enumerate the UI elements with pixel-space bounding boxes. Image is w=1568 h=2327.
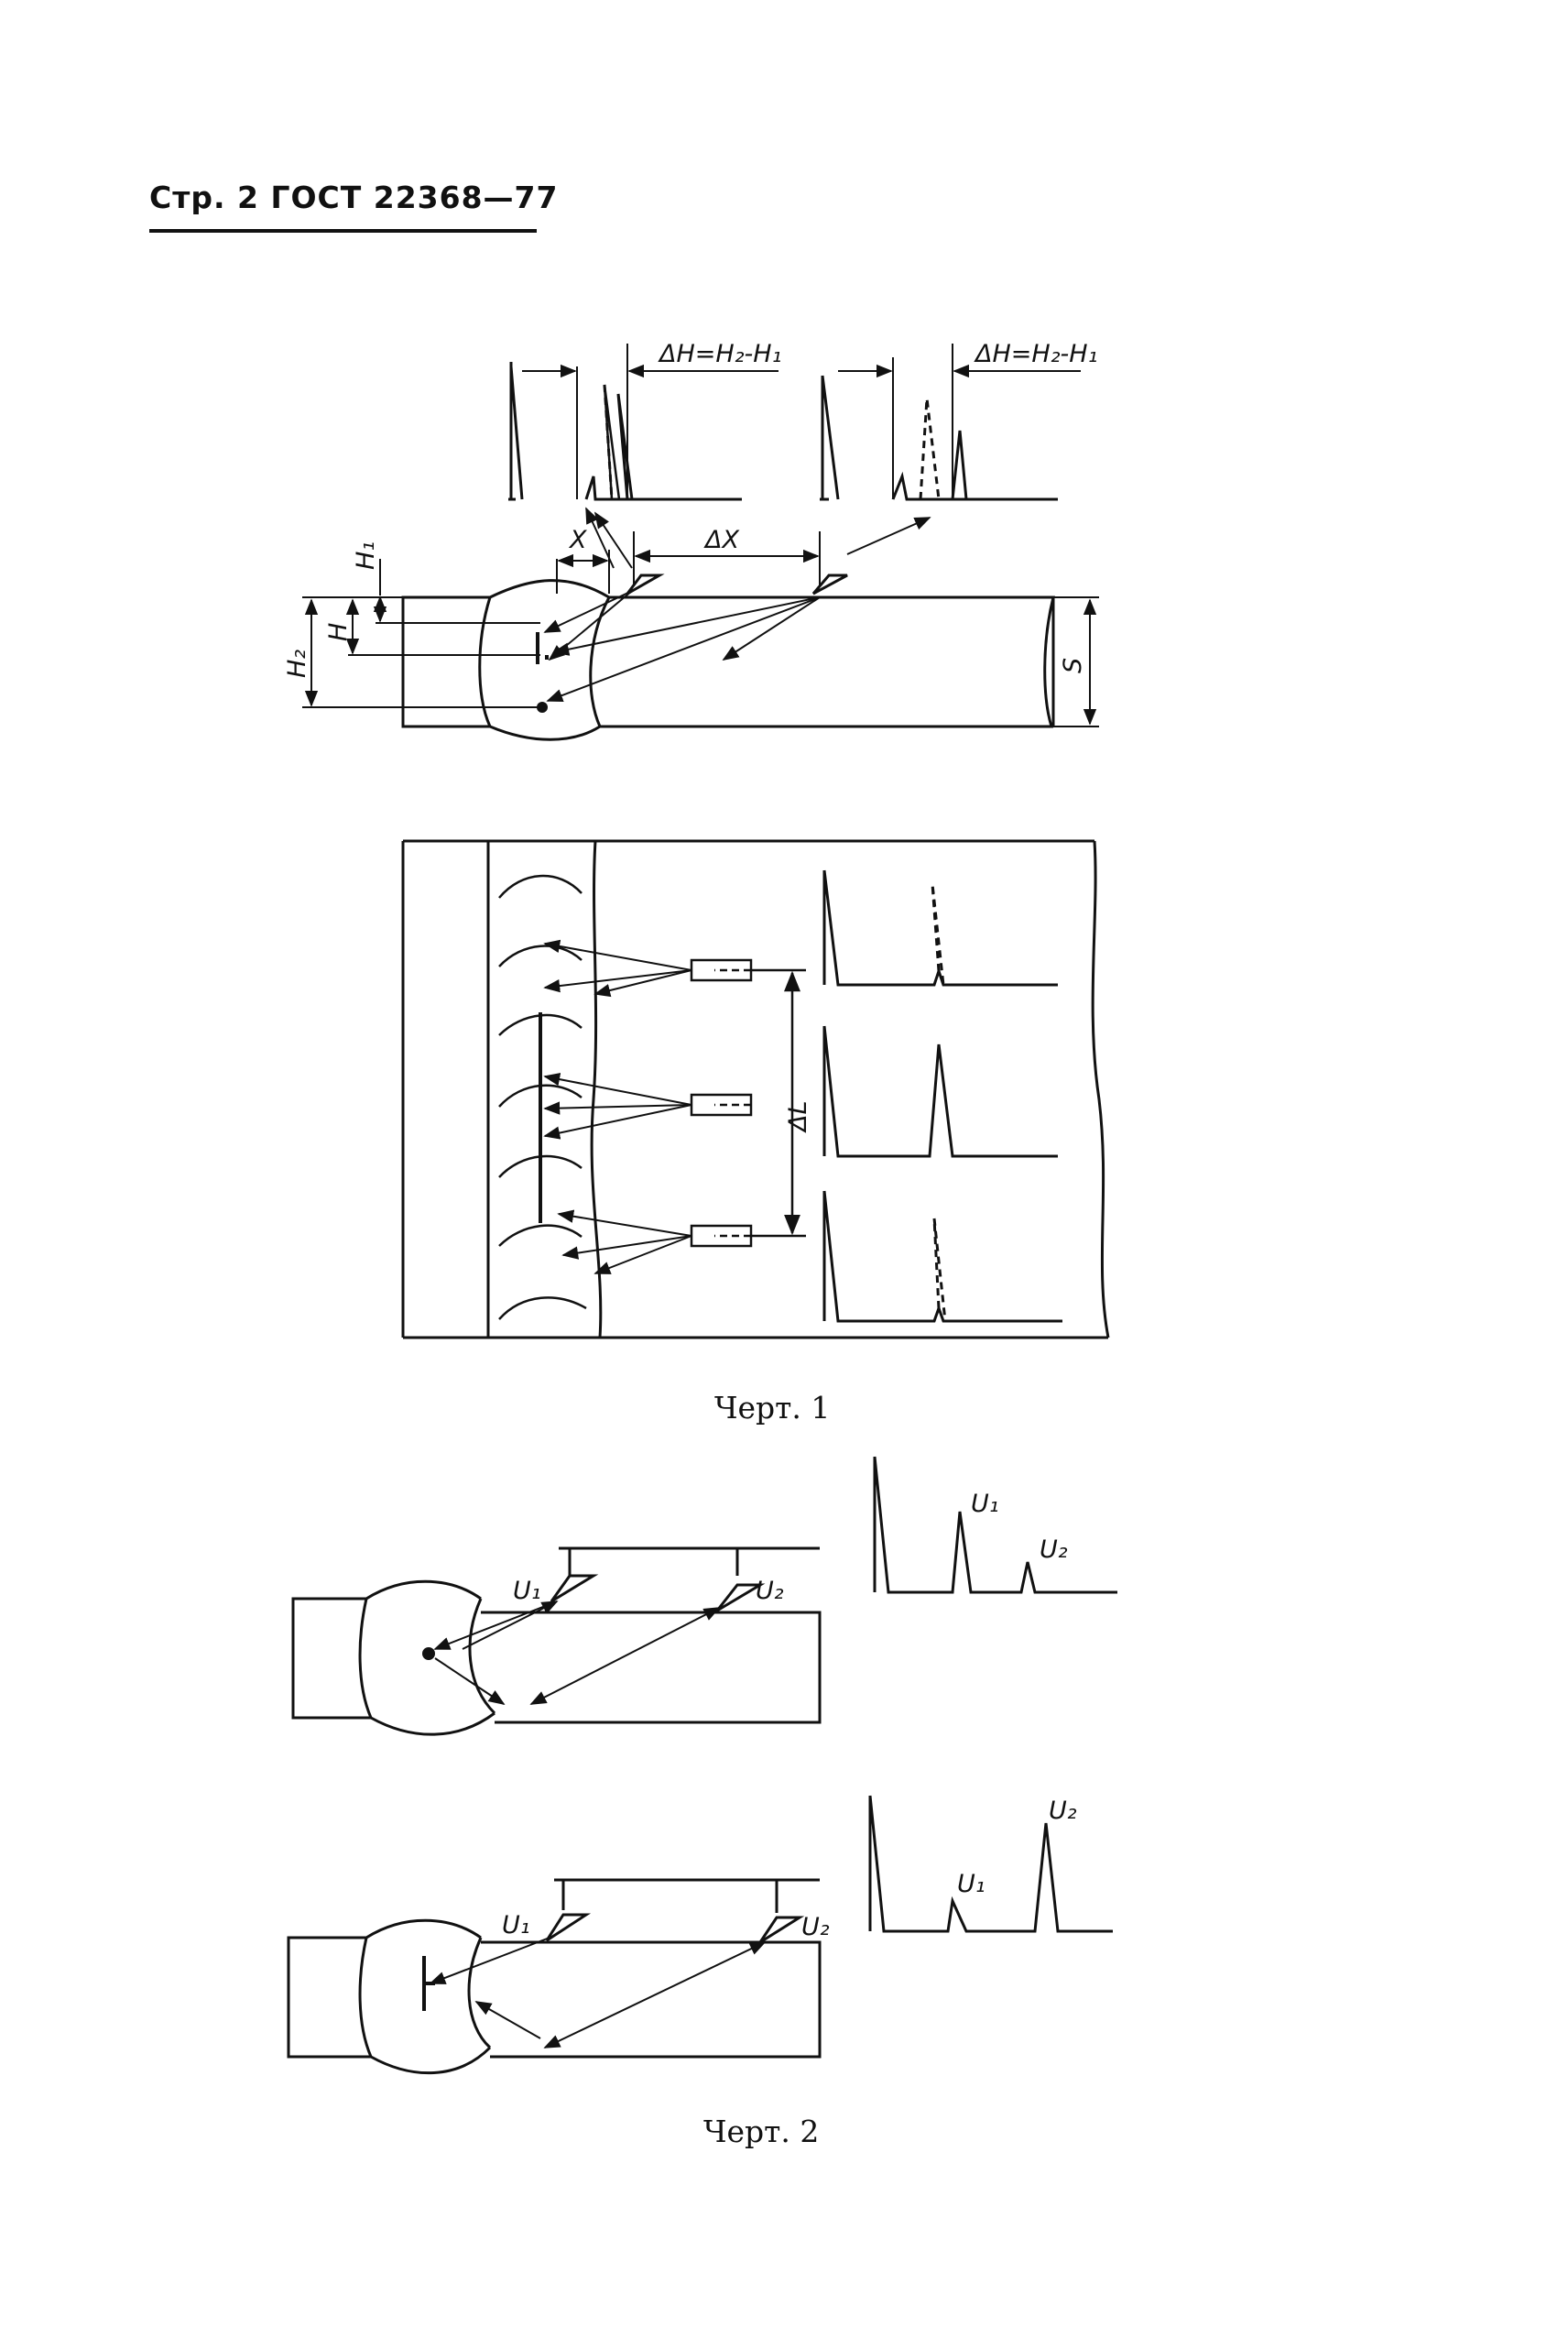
figure1-probes [626, 574, 848, 595]
figure2-top-u1-probe-label: U₁ [513, 1577, 541, 1605]
figure1-oscillogram-left [508, 362, 742, 501]
x-label: X [568, 526, 587, 554]
figure2-bottom-beams [429, 1937, 767, 2048]
figure2-top-section [291, 1546, 822, 1736]
figure1-beam-arrows [543, 507, 931, 702]
figure2-top-u2-echo-label: U₂ [1040, 1535, 1068, 1564]
figure2-bottom-u1-probe-label: U₁ [502, 1911, 530, 1939]
figure2-caption: Черт. 2 [703, 2114, 819, 2149]
header-rule [149, 229, 537, 233]
figure2-top-u2-probe-label: U₂ [756, 1577, 784, 1605]
figure2-bottom-oscillogram [868, 1795, 1113, 1933]
figure2-bottom-u2-echo-label: U₂ [1049, 1797, 1077, 1825]
figure2-bottom-defect [422, 1956, 435, 2011]
figure1-plan-view [401, 839, 1110, 1339]
delta-h-label-left: ΔH=H₂-H₁ [658, 340, 781, 368]
h2-label: H₂ [283, 650, 311, 678]
figure1-plan-oscillograms [822, 869, 1062, 1323]
figure1-x-dimensions [556, 531, 821, 594]
figure1-oscillogram-right [820, 375, 1058, 501]
figure1-h-dimensions [302, 559, 1099, 727]
delta-h-label-right: ΔH=H₂-H₁ [974, 340, 1097, 368]
figure2-bottom-u2-probe-label: U₂ [801, 1913, 830, 1941]
h-label: H [324, 623, 353, 641]
page-header: Стр. 2 ГОСТ 22368—77 [149, 180, 557, 215]
delta-x-label: ΔX [703, 526, 739, 554]
figure2-top-u1-echo-label: U₁ [971, 1490, 999, 1518]
s-label: S [1059, 658, 1087, 673]
figure2-top-beams [433, 1600, 721, 1705]
figure2-top-defect [422, 1647, 435, 1660]
delta-l-label: ΔL [784, 1100, 812, 1133]
figure1-weld-section [401, 579, 1055, 741]
figure1-plan-beams [543, 939, 692, 1274]
figure1-dimension-lines [522, 344, 1081, 499]
figure1-defects [536, 632, 549, 713]
page-number: Стр. 2 [149, 180, 259, 215]
figure1-caption: Черт. 1 [714, 1390, 830, 1426]
figure2-top-oscillogram [873, 1456, 1117, 1594]
standard-number: ГОСТ 22368—77 [270, 180, 559, 215]
h1-label: H₁ [352, 541, 380, 570]
figure2-bottom-u1-echo-label: U₁ [957, 1870, 985, 1898]
